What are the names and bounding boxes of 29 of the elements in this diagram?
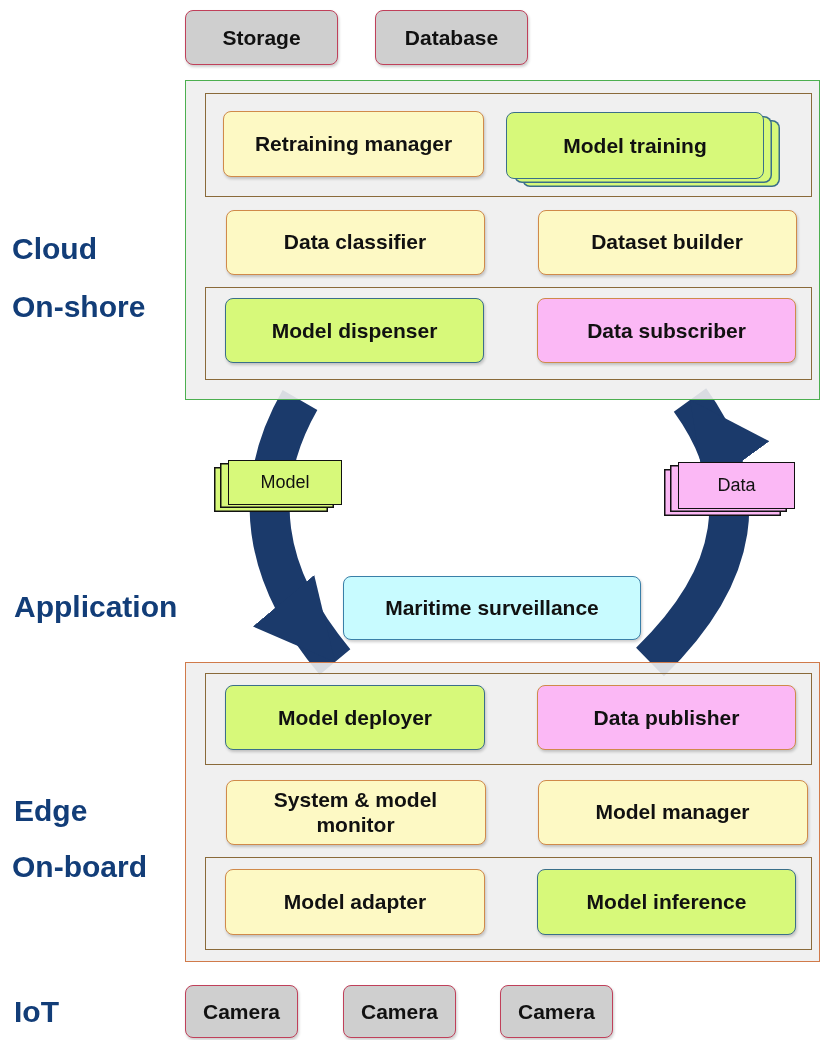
layer-panel: [185, 662, 820, 962]
component-box: Model inference: [537, 869, 796, 935]
component-box: Maritime surveillance: [343, 576, 641, 640]
component-box: Dataset builder: [537, 209, 797, 275]
component-box: Model manager: [537, 779, 808, 845]
group-frame: [204, 856, 812, 950]
component-box: Data classifier: [225, 209, 485, 275]
resource-box: Camera: [185, 985, 298, 1038]
layer-label: Application: [14, 590, 178, 624]
component-box: Data publisher: [537, 685, 796, 750]
group-frame: [204, 92, 812, 197]
resource-box: Camera: [343, 985, 456, 1038]
component-box: Retraining manager: [223, 111, 484, 177]
component-box: System & model monitor: [225, 779, 486, 845]
layer-panel: [185, 80, 820, 400]
group-frame: [204, 672, 812, 765]
component-box: Model dispenser: [225, 298, 484, 363]
resource-box: Camera: [500, 985, 613, 1038]
component-box: Data subscriber: [537, 298, 796, 363]
component-box: Model adapter: [225, 869, 485, 935]
resource-box: Database: [375, 10, 528, 65]
resource-box: Storage: [185, 10, 338, 65]
component-box: Model deployer: [225, 685, 485, 750]
layer-label: On-shore: [12, 290, 146, 324]
layer-label: IoT: [14, 995, 59, 1029]
layer-label: Edge: [14, 794, 88, 828]
group-frame: [204, 286, 812, 380]
layer-label: Cloud: [12, 232, 97, 266]
layer-label: On-board: [12, 850, 147, 884]
